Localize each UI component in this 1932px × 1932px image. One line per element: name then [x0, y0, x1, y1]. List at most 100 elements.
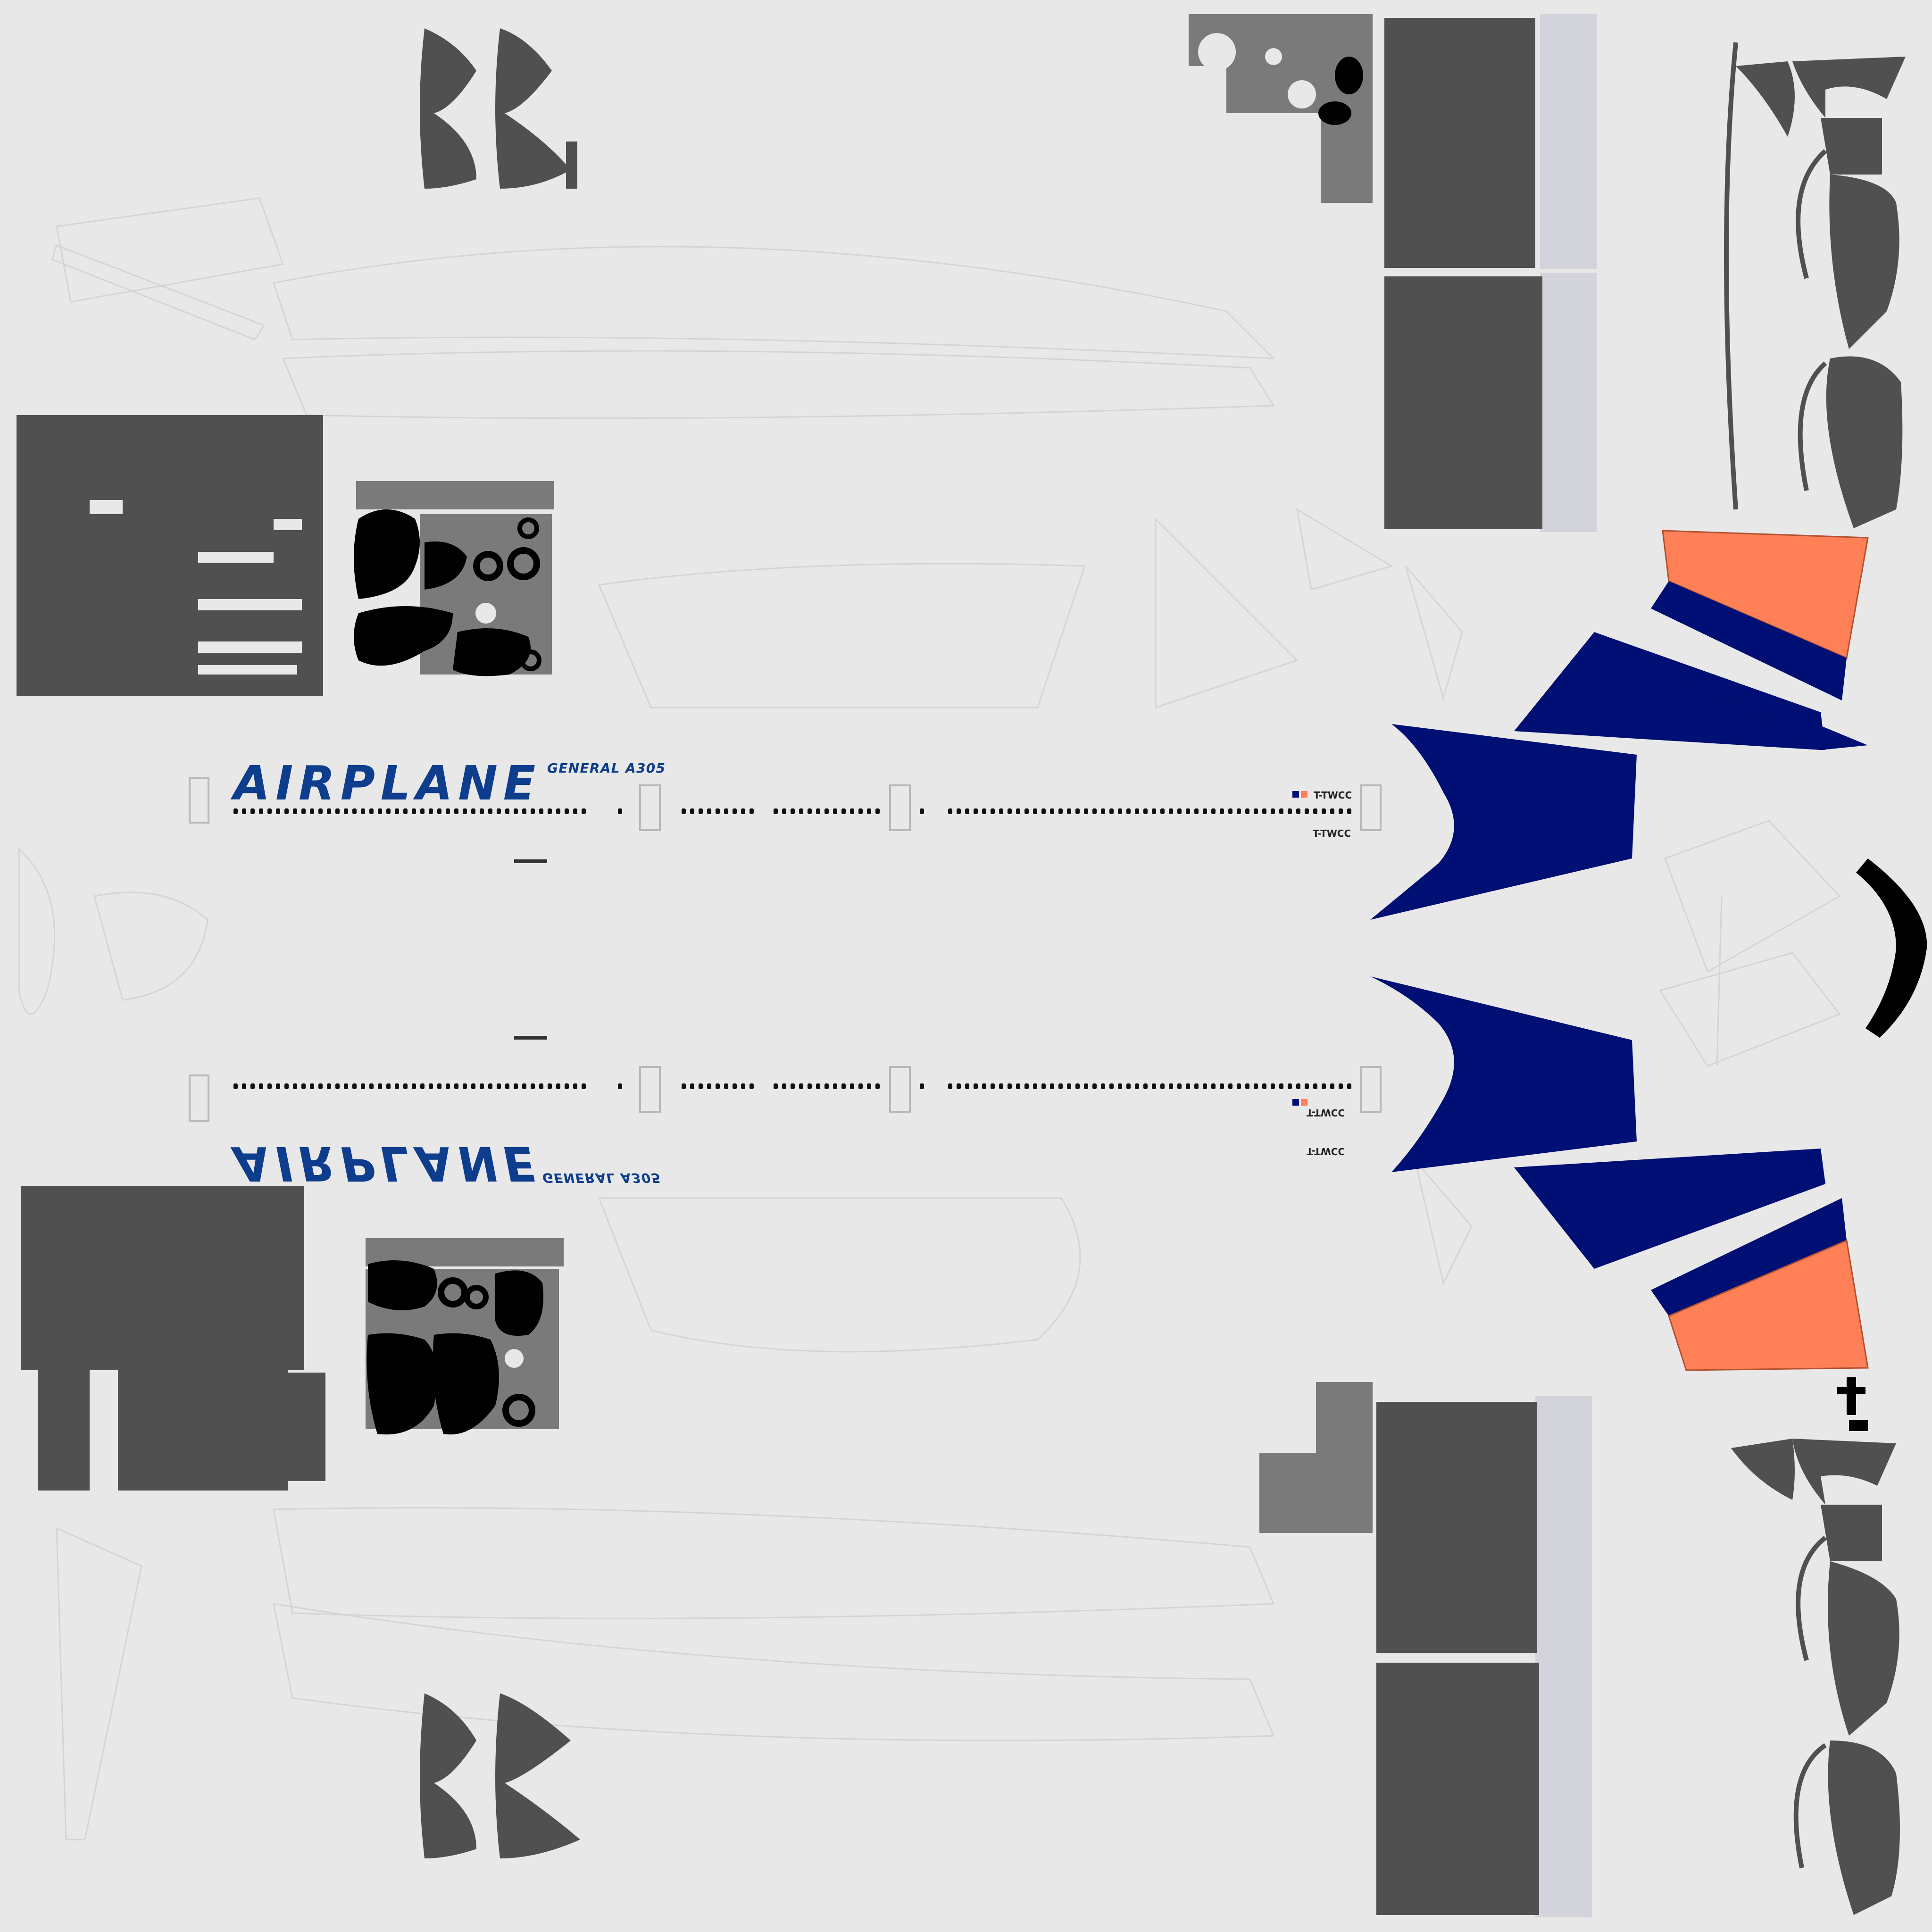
passenger-window	[699, 1083, 703, 1089]
passenger-window	[1050, 808, 1054, 814]
passenger-window	[420, 1083, 425, 1089]
passenger-window	[395, 1083, 399, 1089]
passenger-window	[446, 1083, 450, 1089]
passenger-window	[816, 808, 820, 814]
passenger-window	[991, 1083, 995, 1089]
passenger-window	[716, 1083, 720, 1089]
tail-livery-bottom	[1370, 976, 1869, 1371]
passenger-window	[471, 808, 475, 814]
passenger-window	[327, 808, 331, 814]
fuselage-side-right-mirrored: AIRPLANE GENERAL A305 T-TWCC T-TWCC	[189, 1036, 1382, 1191]
passenger-window	[446, 808, 450, 814]
passenger-window	[1033, 808, 1037, 814]
passenger-window	[531, 808, 535, 814]
passenger-window	[420, 808, 425, 814]
wing-panel-top-2	[1384, 273, 1597, 532]
passenger-window	[386, 808, 391, 814]
passenger-window	[335, 1083, 340, 1089]
passenger-window	[1084, 808, 1088, 814]
passenger-window	[276, 1083, 280, 1089]
passenger-window	[791, 1083, 795, 1089]
passenger-window	[1008, 1083, 1012, 1089]
passenger-window	[259, 1083, 263, 1089]
passenger-window	[1237, 1083, 1241, 1089]
radome-arc	[1856, 858, 1927, 1038]
passenger-window	[858, 808, 863, 814]
passenger-window	[824, 808, 829, 814]
passenger-window	[1296, 808, 1300, 814]
passenger-window	[833, 1083, 837, 1089]
passenger-window	[920, 1083, 924, 1089]
passenger-window	[1347, 808, 1351, 814]
door-4-mirrored	[1360, 1066, 1382, 1113]
passenger-window	[999, 1083, 1003, 1089]
passenger-window	[1135, 1083, 1139, 1089]
passenger-window	[791, 808, 795, 814]
passenger-window	[250, 808, 255, 814]
wing-panel-bottom-1	[1376, 1396, 1592, 1658]
passenger-window	[1169, 1083, 1173, 1089]
passenger-window	[1084, 1083, 1088, 1089]
passenger-window	[301, 1083, 306, 1089]
passenger-window	[522, 1083, 526, 1089]
passenger-window	[267, 808, 272, 814]
passenger-window	[505, 1083, 509, 1089]
passenger-window	[1152, 1083, 1156, 1089]
right-fan-shapes-top	[1724, 42, 1906, 528]
passenger-window	[284, 808, 289, 814]
uv-outline-islands	[18, 197, 1841, 1840]
passenger-window	[833, 808, 837, 814]
flag-swatch-blue-mirrored	[1292, 1099, 1299, 1106]
passenger-window	[749, 808, 754, 814]
passenger-window	[505, 808, 509, 814]
passenger-window	[1033, 1083, 1037, 1089]
passenger-window	[974, 1083, 978, 1089]
passenger-window	[318, 1083, 323, 1089]
passenger-window	[454, 1083, 458, 1089]
passenger-window	[293, 808, 297, 814]
passenger-window	[1271, 1083, 1275, 1089]
door-4	[1360, 784, 1382, 831]
passenger-window	[1067, 1083, 1071, 1089]
passenger-window	[1194, 1083, 1199, 1089]
passenger-window	[1050, 1083, 1054, 1089]
registration-text-upper: T-TWCC	[1314, 790, 1352, 801]
passenger-window	[974, 808, 978, 814]
passenger-window	[556, 808, 560, 814]
passenger-window	[429, 1083, 433, 1089]
passenger-window	[242, 1083, 246, 1089]
passenger-window	[824, 1083, 829, 1089]
passenger-window	[233, 1083, 238, 1089]
passenger-window	[782, 808, 786, 814]
passenger-window	[437, 1083, 441, 1089]
passenger-window	[707, 808, 711, 814]
passenger-window	[957, 808, 961, 814]
passenger-window	[454, 808, 458, 814]
passenger-window	[522, 808, 526, 814]
passenger-window	[1211, 808, 1216, 814]
passenger-window	[1288, 1083, 1292, 1089]
passenger-window	[1143, 1083, 1148, 1089]
passenger-window	[1092, 808, 1097, 814]
passenger-window	[480, 808, 484, 814]
passenger-window	[707, 1083, 711, 1089]
passenger-window	[858, 1083, 863, 1089]
vent-dash-lower	[514, 1036, 547, 1040]
passenger-window	[841, 808, 846, 814]
passenger-window	[948, 1083, 952, 1089]
passenger-window	[335, 808, 340, 814]
passenger-window	[1220, 1083, 1224, 1089]
passenger-window	[782, 1083, 786, 1089]
passenger-window	[267, 1083, 272, 1089]
passenger-window	[799, 1083, 803, 1089]
grey-parts-cluster-top	[1189, 14, 1373, 203]
passenger-window	[548, 1083, 552, 1089]
passenger-window	[369, 1083, 374, 1089]
passenger-window	[250, 1083, 255, 1089]
passenger-window	[1016, 808, 1020, 814]
passenger-window	[344, 1083, 348, 1089]
passenger-window	[1118, 1083, 1122, 1089]
passenger-window	[724, 808, 728, 814]
passenger-window	[301, 808, 306, 814]
passenger-window	[850, 808, 854, 814]
